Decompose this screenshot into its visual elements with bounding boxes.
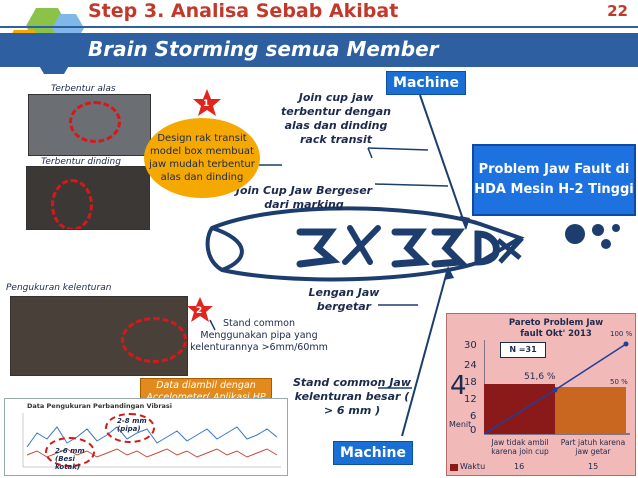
- pareto-n-annotation: N =31: [500, 342, 546, 358]
- label-pengukuran-kelenturan: Pengukuran kelenturan: [6, 283, 112, 293]
- star-1-number: 1: [203, 99, 210, 109]
- pareto-y-tick-18: 18: [464, 377, 477, 388]
- problem-statement: Problem Jaw Fault di HDA Mesin H-2 Tingg…: [472, 144, 636, 216]
- star-1-icon: [193, 89, 221, 116]
- vibration-chart: Data Pengukuran Perbandingan Vibrasi 2-8…: [4, 398, 288, 476]
- pareto-right-tick-100: 100 %: [610, 330, 633, 338]
- machine-category-top: Machine: [386, 71, 466, 95]
- pareto-legend-label: Waktu: [460, 462, 486, 471]
- subtitle-banner: [0, 33, 638, 67]
- pareto-bar-part-jatuh: [555, 387, 626, 434]
- pareto-legend-swatch: [450, 464, 458, 471]
- pareto-y-tick-30: 30: [464, 340, 477, 351]
- pareto-y-tick-24: 24: [464, 360, 477, 371]
- machine-category-bottom: Machine: [333, 441, 413, 465]
- pareto-category-1: Jaw tidak ambil karena join cup: [491, 438, 549, 456]
- pareto-value-2: 15: [588, 462, 599, 471]
- pareto-y-tick-12: 12: [464, 394, 477, 405]
- step-title: Step 3. Analisa Sebab Akibat: [88, 0, 399, 22]
- pareto-y-bracket: 4: [450, 371, 467, 401]
- label-terbentur-alas: Terbentur alas: [51, 84, 116, 94]
- pareto-ylabel: Menit: [449, 420, 472, 429]
- pareto-value-1: 16: [514, 462, 525, 471]
- photo-terbentur-dinding: [26, 166, 150, 230]
- photo-terbentur-alas: [28, 94, 151, 156]
- callout-stand-common: Stand common Menggunakan pipa yang kelen…: [190, 318, 328, 353]
- cause-joincup-terbentur: Join cup jaw terbentur dengan alas dan d…: [281, 91, 391, 146]
- vibration-chart-title: Data Pengukuran Perbandingan Vibrasi: [27, 402, 173, 410]
- page-number: 22: [607, 2, 628, 20]
- pareto-y-tick-6: 6: [470, 411, 477, 422]
- cause-stand-common: Stand common Jaw kelenturan besar ( > 6 …: [292, 376, 412, 417]
- title-underline: [0, 26, 638, 28]
- label-pipa: 2-8 mm (pipa): [117, 417, 147, 433]
- label-terbentur-dinding: Terbentur dinding: [41, 157, 121, 167]
- star-2-icon: [187, 297, 213, 322]
- pareto-y-tick-0: 0: [470, 425, 477, 436]
- cause-joincup-bergeser: Join Cup Jaw Bergeser dari marking: [235, 184, 373, 211]
- star-2-number: 2: [196, 306, 203, 316]
- pareto-bar-jaw-tidak-ambil: [484, 384, 555, 434]
- pareto-cumulative-label: 51,6 %: [524, 372, 556, 382]
- cause-lengan-bergetar: Lengan Jaw bergetar: [308, 286, 380, 313]
- callout-design-rak: Design rak transit model box membuat jaw…: [144, 118, 260, 198]
- pareto-right-tick-50: 50 %: [610, 378, 628, 386]
- pareto-plot: [484, 340, 630, 435]
- pareto-category-2: Part jatuh karena jaw getar: [560, 438, 626, 456]
- subtitle: Brain Storming semua Member: [88, 37, 439, 61]
- photo-pengukuran-kelenturan: [10, 296, 188, 376]
- pareto-title: Pareto Problem Jaw fault Okt' 2013: [508, 318, 604, 339]
- label-besi-kotak: 2-6 mm (Besi kotak): [55, 447, 85, 471]
